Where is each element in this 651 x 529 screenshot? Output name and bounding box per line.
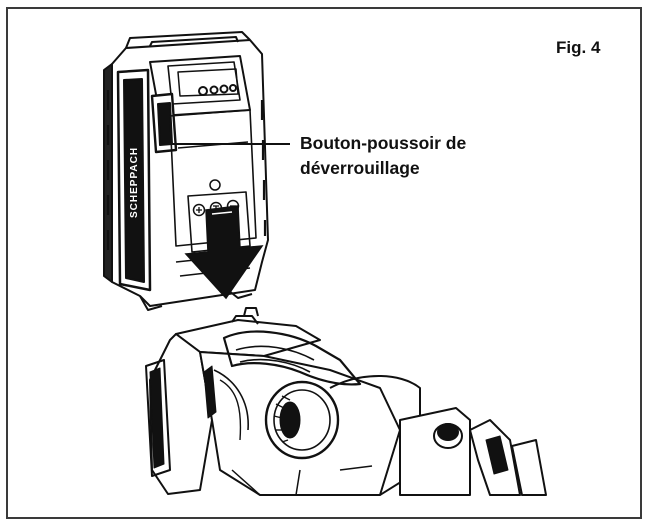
insertion-arrow bbox=[184, 205, 264, 300]
power-tool bbox=[145, 307, 547, 496]
callout-unlock-button: Bouton-poussoir de déverrouillage bbox=[300, 131, 466, 181]
callout-line-2: déverrouillage bbox=[300, 158, 420, 178]
callout-line-1: Bouton-poussoir de bbox=[300, 133, 467, 153]
figure-label: Fig. 4 bbox=[556, 38, 601, 57]
battery-brand-logo: SCHEPPACH bbox=[129, 147, 140, 218]
